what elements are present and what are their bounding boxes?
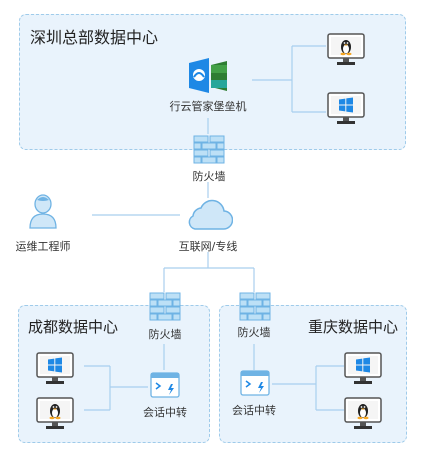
chongqing-firewall-label: 防火墙 xyxy=(237,326,271,339)
linux-monitor-icon xyxy=(36,397,74,429)
linux-monitor-icon xyxy=(327,33,365,65)
internet-label: 互联网/专线 xyxy=(178,240,238,253)
firewall-icon xyxy=(193,135,225,164)
windows-monitor-icon xyxy=(327,92,365,124)
chengdu-title: 成都数据中心 xyxy=(28,318,119,336)
session-relay-icon xyxy=(240,370,270,396)
ops-engineer-label: 运维工程师 xyxy=(15,240,71,253)
person-icon xyxy=(29,194,57,229)
linux-monitor-icon xyxy=(344,397,382,429)
firewall-icon xyxy=(149,292,181,321)
firewall-icon xyxy=(239,292,271,321)
session-relay-icon xyxy=(150,372,180,398)
cloud-icon xyxy=(188,199,233,230)
bastion-label: 行云管家堡垒机 xyxy=(169,100,247,113)
windows-monitor-icon xyxy=(36,352,74,384)
firewall-top-label: 防火墙 xyxy=(192,170,226,183)
chongqing-title: 重庆数据中心 xyxy=(308,318,399,336)
bastion-logo-icon xyxy=(189,58,227,93)
chengdu-firewall-label: 防火墙 xyxy=(148,328,182,341)
chengdu-relay-label: 会话中转 xyxy=(143,406,187,419)
windows-monitor-icon xyxy=(344,352,382,384)
hq-title: 深圳总部数据中心 xyxy=(30,28,159,47)
chongqing-relay-label: 会话中转 xyxy=(232,404,276,417)
